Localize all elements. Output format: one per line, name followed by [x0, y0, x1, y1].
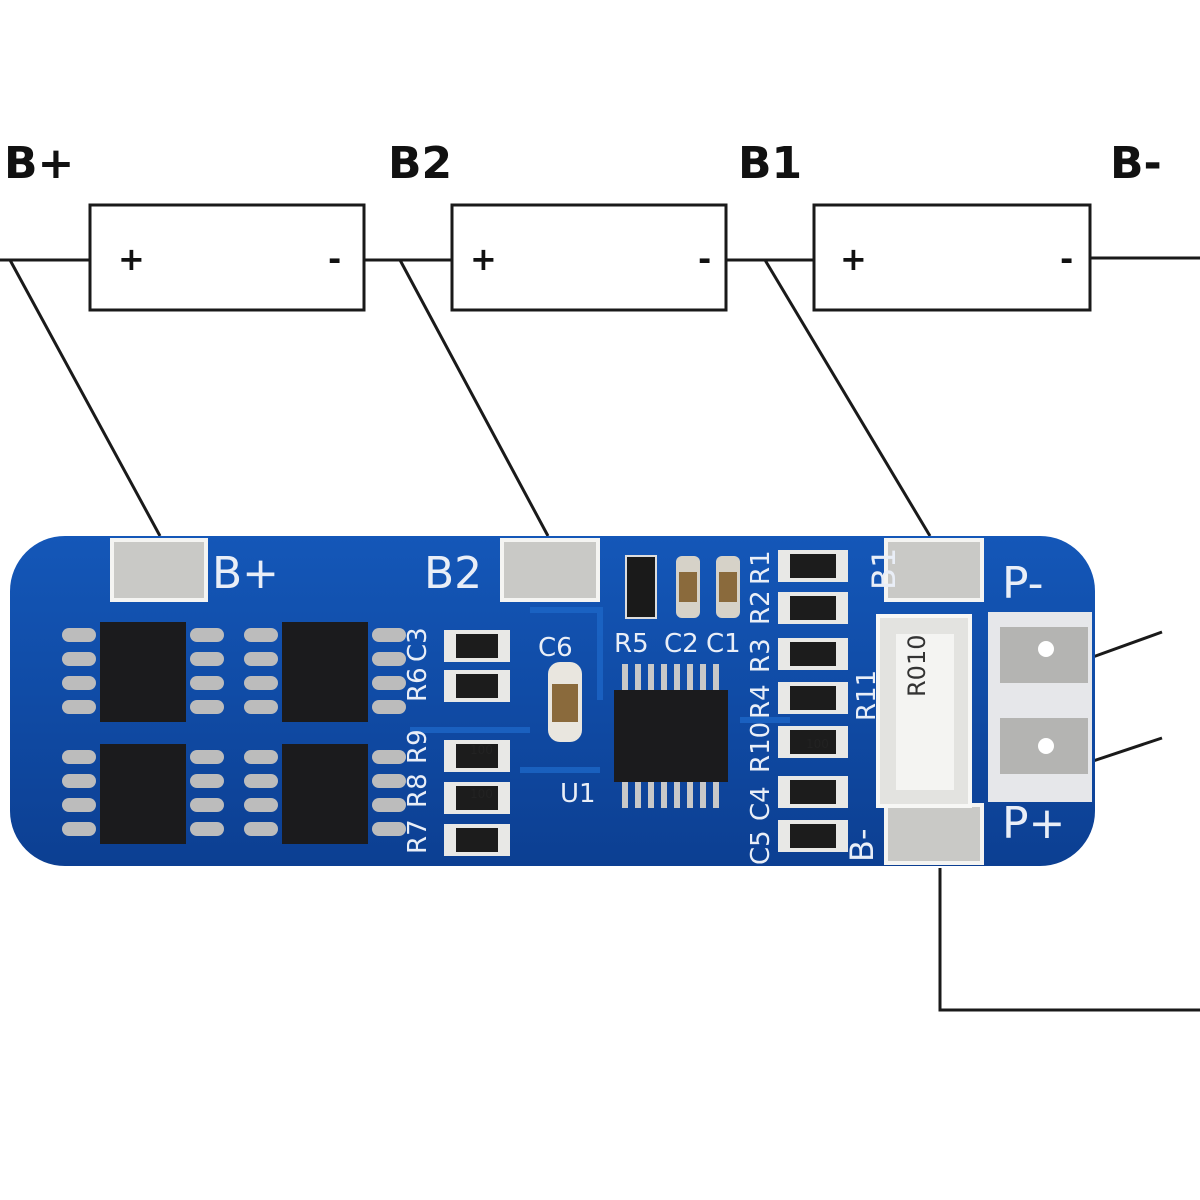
protection-ic: U1 — [560, 664, 728, 809]
pcb-board: B+ B2 B1 P- B- P+ R010 U1 C6 — [10, 536, 1095, 866]
silk-r6: R6 — [403, 667, 433, 702]
wire-b-plus-to-pad — [8, 259, 162, 537]
wire-b-minus-return — [938, 868, 1200, 1012]
wires — [0, 256, 1200, 1012]
smd-resistor — [778, 592, 848, 624]
silk-u1: U1 — [560, 779, 596, 809]
resistor-marking-a: 100 — [806, 737, 829, 751]
smd-resistor — [778, 638, 848, 670]
wire-b1-to-pad — [763, 259, 932, 537]
silk-r7: R7 — [403, 819, 433, 854]
silk-r10: R10 — [746, 722, 776, 773]
cell-2-negative: - — [698, 240, 711, 278]
label-b2: B2 — [388, 138, 452, 189]
smd-resistor — [778, 726, 848, 758]
silk-r5: R5 — [614, 629, 649, 659]
cell-3-negative: - — [1060, 240, 1073, 278]
smd-resistor — [444, 782, 510, 814]
resistor-marking-c: 100 — [470, 787, 493, 801]
shunt-resistor: R010 — [876, 614, 972, 808]
silk-c5: C5 — [746, 830, 776, 865]
smd-resistor — [444, 630, 510, 662]
silk-b1: B1 — [865, 548, 903, 590]
pad-b1 — [884, 538, 984, 602]
smd-resistor — [778, 776, 848, 808]
smd-resistor — [444, 824, 510, 856]
silk-r9: R9 — [403, 729, 433, 764]
smd-resistor — [778, 550, 848, 582]
smd-resistor — [778, 682, 848, 714]
resistor-column-right — [778, 550, 848, 852]
battery-cell-1: + - — [88, 203, 366, 312]
battery-cell-3: + - — [812, 203, 1092, 312]
pad-b-plus — [110, 538, 208, 602]
wire-b2-to-pad — [398, 259, 550, 537]
small-caps-top — [625, 555, 740, 619]
capacitor-c6: C6 — [538, 633, 582, 742]
resistor-marking-b: 100 — [470, 743, 493, 757]
resistor-column-left — [444, 630, 510, 856]
shunt-marking: R010 — [903, 635, 931, 697]
mosfet-chip — [62, 622, 224, 722]
silk-p-minus: P- — [1002, 558, 1043, 609]
cell-3-positive: + — [840, 240, 867, 278]
smd-resistor — [444, 740, 510, 772]
wire-p-plus-lead — [1089, 736, 1163, 764]
cell-2-positive: + — [470, 240, 497, 278]
silk-c3: C3 — [403, 627, 433, 662]
silk-c4: C4 — [746, 786, 776, 821]
pad-b2 — [500, 538, 600, 602]
mosfet-chips — [62, 622, 406, 844]
silk-r3: R3 — [746, 638, 776, 673]
silk-r11: R11 — [852, 670, 882, 721]
silk-b2: B2 — [424, 548, 482, 599]
label-b-minus: B- — [1110, 138, 1162, 189]
smd-resistor — [444, 670, 510, 702]
silk-c6: C6 — [538, 633, 573, 663]
mosfet-chip — [244, 622, 406, 722]
silk-r2: R2 — [746, 590, 776, 625]
silk-b-plus: B+ — [212, 548, 279, 599]
silk-r4: R4 — [746, 684, 776, 719]
smd-resistor — [778, 820, 848, 852]
silk-r1: R1 — [746, 550, 776, 585]
cell-1-positive: + — [118, 240, 145, 278]
mosfet-chip — [244, 744, 406, 844]
silk-p-plus: P+ — [1002, 798, 1065, 849]
battery-cell-2: + - — [450, 203, 728, 312]
silk-c1: C1 — [706, 629, 741, 659]
silk-c2: C2 — [664, 629, 699, 659]
silk-r8: R8 — [403, 773, 433, 808]
label-b-plus: B+ — [4, 138, 74, 189]
wire-p-minus-lead — [1089, 630, 1163, 660]
label-b1: B1 — [738, 138, 802, 189]
mosfet-chip — [62, 744, 224, 844]
cell-1-negative: - — [328, 240, 341, 278]
pad-b-minus — [884, 803, 984, 865]
silk-b-minus: B- — [843, 829, 881, 863]
